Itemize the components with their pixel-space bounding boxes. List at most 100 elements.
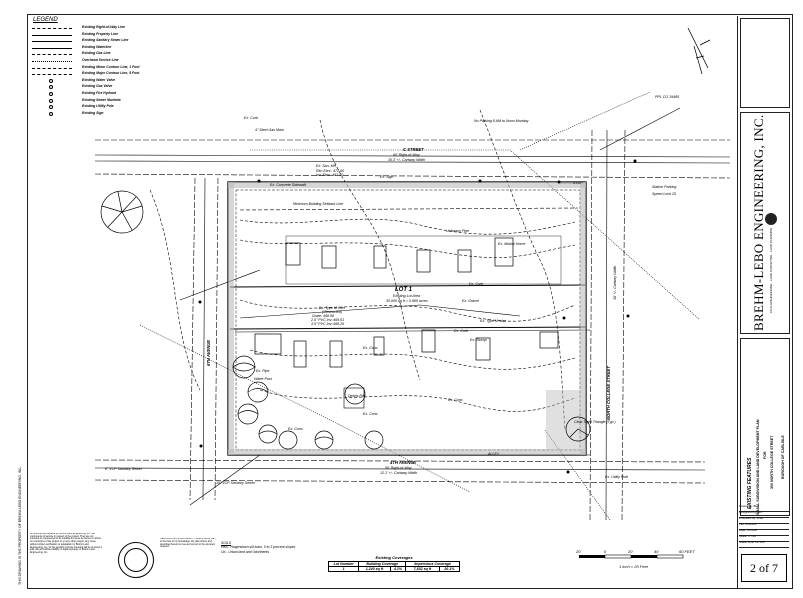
- conc-label-2: Ex. Conc.: [448, 398, 464, 402]
- legend-item: Existing Waterline: [30, 45, 152, 53]
- legend-label: Existing Sanitary Sewer Line: [82, 38, 129, 43]
- lot-label: LOT 1: [395, 287, 413, 293]
- drawn-by: Drawn By: BLT: [739, 504, 789, 512]
- legend-symbol-icon: [49, 105, 53, 110]
- ppl-pole-label: PPL CO 19485: [655, 95, 679, 99]
- type-m-inlet-label: Ex. Type M Inlet: [480, 319, 507, 323]
- sign-label: Ex. Sign: [380, 175, 393, 179]
- legend-symbol-icon: [32, 54, 72, 56]
- legend-item: Existing Water Valve: [30, 78, 152, 86]
- plan-scale: Scale: 1"=20': [739, 534, 789, 542]
- title-block: BREHM-LEBO ENGINEERING, INC. CIVIL ENGIN…: [737, 16, 791, 588]
- legend-symbol-icon: [49, 92, 53, 96]
- legend-label: Existing Major Contour Line, 5 Foot: [82, 71, 140, 76]
- conc-label-1: Ex. Conc.: [363, 346, 379, 350]
- legend-item: Existing Gas Valve: [30, 84, 152, 92]
- scale-tick: 60 FEET: [679, 549, 695, 554]
- coverage-cell: 1,240 sq ft: [358, 566, 391, 572]
- street-label-6th: 6TH AVENUE: [206, 340, 211, 366]
- coverage-table: Existing Coverages Lot Number Building C…: [327, 555, 461, 581]
- conc-label-3: Ex. Conc.: [363, 412, 379, 416]
- legend-label: Existing Right-of-Way Line: [82, 25, 126, 29]
- scale-ratio: 1 inch = 20 Feet: [619, 564, 648, 569]
- rim-elev-label: Rim Elev.: 472.60: [316, 169, 344, 173]
- edge-note: THIS DRAWING IS THE PROPERTY OF BREHM-LE…: [18, 466, 22, 585]
- gravel-label: Ex. Gravel: [462, 299, 479, 303]
- legend-item: Overhead Service Line: [30, 58, 152, 66]
- street-label-college: NORTH COLLEGE STREET: [606, 366, 611, 420]
- inlet-label: Ex. Type M Inlet: [319, 306, 346, 310]
- setback-label: Minimum Building Setback Line: [293, 202, 343, 206]
- grate-label: Grate: 468.58: [312, 314, 334, 318]
- legend-symbol-icon: [32, 28, 72, 29]
- legend-title: LEGEND: [33, 17, 58, 23]
- street-label-c: C STREET: [403, 147, 424, 152]
- water-post-label: Water Post: [254, 377, 273, 381]
- alley-label: ALLEY: [487, 452, 500, 456]
- scale-bar: 20 0 20 40 60 FEET 1 inch = 20 Feet: [575, 549, 710, 573]
- scale-tick: 0: [604, 549, 607, 554]
- project-owner: 300 NORTH COLLEGE STREET: [770, 435, 774, 489]
- street-width-4th: 12.1' +/- Cartway Width: [380, 471, 417, 475]
- legend-symbol-icon: [32, 34, 72, 36]
- street-row-4th: 50' Right-of-Way: [385, 466, 412, 470]
- legend-item: Existing Sewer Manhole: [30, 98, 152, 106]
- legend-label: Existing Utility Pole: [82, 104, 114, 109]
- revision-block: [740, 18, 790, 108]
- legend-label: Overhead Service Line: [82, 58, 119, 62]
- project-for: FOR: [763, 451, 767, 459]
- legend-label: Existing Sewer Manhole: [82, 97, 121, 102]
- coverage-cell: 26.1%: [438, 566, 461, 572]
- firm-block: BREHM-LEBO ENGINEERING, INC. CIVIL ENGIN…: [740, 112, 790, 334]
- inv-elev-label: Inv. Elev.: 467.90: [316, 173, 343, 177]
- pipe-label: Ex. Pipe: [256, 369, 269, 373]
- soils-title: SOILS: [221, 541, 231, 545]
- legend-label: Existing Waterline: [82, 44, 112, 49]
- pvc2-label: 3.5" PVC Inv.:468.25: [311, 322, 344, 326]
- scale-tick: 40: [654, 549, 659, 554]
- speed-label: Speed Limit 25: [652, 192, 676, 196]
- firm-logo-icon: [765, 213, 777, 225]
- unknown-pipe-label: Unknown Pipe: [446, 229, 469, 233]
- station-parking-label: Station Parking: [652, 185, 676, 189]
- stump-label: Ex. Stump: [470, 338, 487, 342]
- plan-title-block: EXISTING FEATURES SMALL SUBDIVISION AND …: [740, 338, 790, 516]
- curb-label: Ex. Curb: [469, 282, 483, 286]
- lot-sqft-label: 30,000 sq ft = 0.689 acres: [386, 299, 428, 303]
- legend-label: Existing Gas Valve: [82, 84, 113, 89]
- legend-item: Existing Minor Contour Line, 1 Foot: [30, 65, 152, 73]
- legend-symbol-icon: [49, 78, 53, 83]
- legend-symbol-icon: [32, 47, 72, 49]
- legend-label: Existing Property Line: [82, 31, 118, 36]
- soils-line-2: Ub - Urban land and Udorthents: [221, 549, 270, 554]
- soils-notes: SOILS HeA - Hagerstown silt loam, 0 to 3…: [221, 541, 316, 561]
- legend-label: Existing Fire Hydrant: [82, 91, 117, 95]
- plan-title: EXISTING FEATURES: [747, 457, 753, 509]
- legend-symbol-icon: [32, 67, 72, 69]
- inlet-obstructed-label: (Obstructed): [322, 310, 342, 314]
- legend-label: Existing Minor Contour Line, 1 Foot: [82, 64, 140, 69]
- soils-line-1: HeA - Hagerstown silt loam, 0 to 3 perce…: [221, 545, 296, 550]
- utility-pole-label: Ex. Utility Pole: [605, 475, 628, 479]
- sewer-10-label: 10" VCP Sanitary Sewer: [216, 481, 256, 485]
- legend-item: Existing Sanitary Sewer Line: [30, 38, 152, 46]
- debris-pile-label: Debris Pile: [348, 394, 365, 398]
- legend-symbol-icon: [32, 74, 72, 76]
- curb-label-lower: Ex. Curb: [454, 329, 468, 333]
- reuse-notes: All documents prepared by Brehm-Lebo Eng…: [30, 533, 102, 554]
- legend-symbol-icon: [49, 111, 53, 116]
- legend-symbol-icon: [32, 41, 72, 43]
- legend-item: Existing Gas Line: [30, 51, 152, 59]
- steel-gas-label: 4" Steel Gas Main: [255, 128, 284, 132]
- scale-tick: 20: [576, 549, 581, 554]
- coverage-cell: 1: [327, 566, 360, 572]
- stop-label: STOP: [573, 181, 583, 185]
- mobile-home-label: Ex. Mobile Home: [498, 242, 525, 246]
- legend-item: Existing Fire Hydrant: [30, 91, 152, 99]
- sidewalk-label: Ex. Concrete Sidewalk: [270, 183, 306, 187]
- lot-area-label: Existing Lot Area: [393, 294, 420, 298]
- firm-tagline: CIVIL ENGINEERING · LAND SURVEYING · LAN…: [769, 227, 773, 313]
- legend-symbol-icon: [49, 98, 53, 103]
- legend-symbol-icon: [32, 61, 72, 62]
